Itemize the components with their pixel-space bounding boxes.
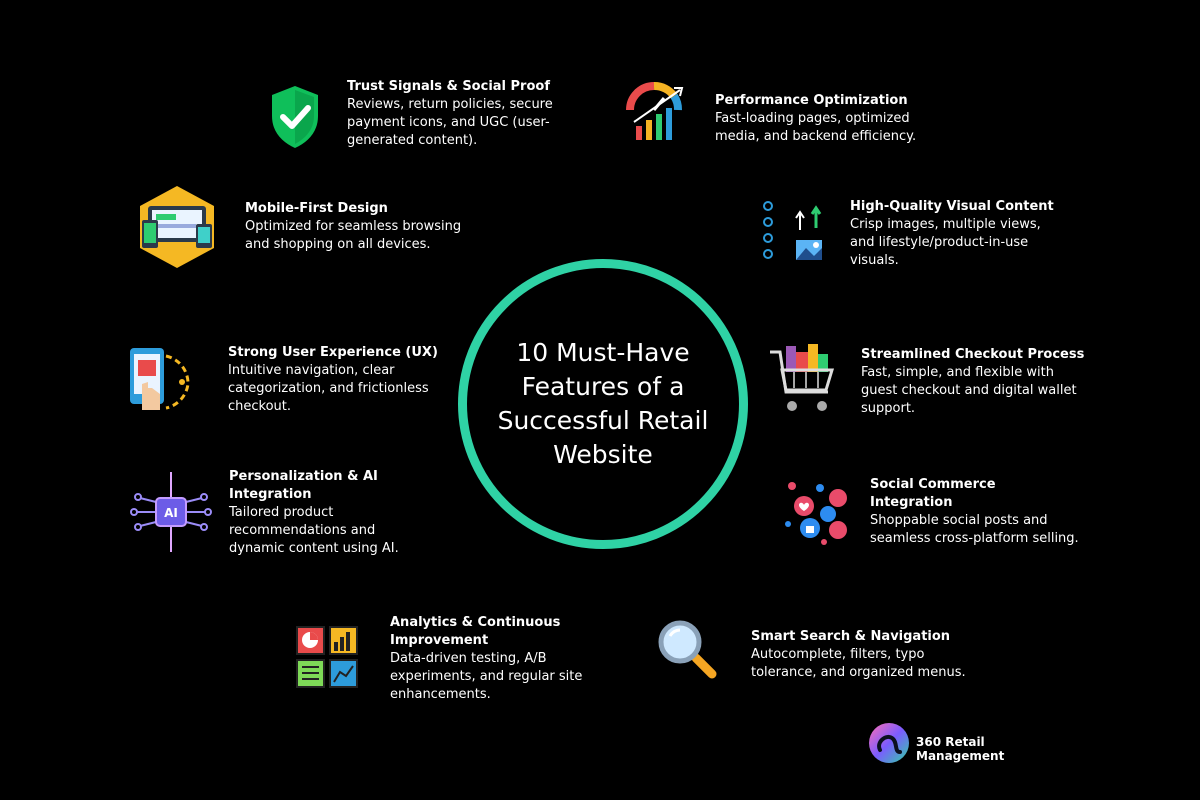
center-ring: 10 Must-Have Features of a Successful Re… [458, 259, 748, 549]
brand-logo: 360 Retail Management [868, 722, 1058, 766]
feature-title: Performance Optimization [715, 93, 908, 108]
feature-description: Optimized for seamless browsing and shop… [245, 219, 462, 252]
feature-title: Personalization & AI Integration [229, 469, 378, 502]
image-checklist-icon [760, 200, 826, 262]
speed-gauge-icon [624, 80, 688, 144]
feature-performance-optimization: Performance Optimization Fast-loading pa… [624, 80, 924, 150]
social-likes-icon [780, 476, 852, 548]
feature-description: Shoppable social posts and seamless cros… [870, 513, 1079, 546]
feature-high-quality-visual-content: High-Quality Visual Content Crisp images… [760, 198, 1060, 278]
feature-description: Data-driven testing, A/B experiments, an… [390, 651, 583, 702]
feature-mobile-first-design: Mobile-First Design Optimized for seamle… [134, 184, 474, 274]
svg-text:AI: AI [164, 506, 178, 520]
feature-personalization-ai: AI Personalization & AI Integration Tail… [126, 468, 416, 560]
feature-title: Smart Search & Navigation [751, 629, 951, 644]
feature-title: Social Commerce Integration [870, 477, 996, 510]
feature-strong-user-experience: Strong User Experience (UX) Intuitive na… [126, 344, 446, 424]
feature-title: Trust Signals & Social Proof [347, 79, 550, 94]
feature-title: Streamlined Checkout Process [861, 347, 1085, 362]
feature-title: Analytics & Continuous Improvement [390, 615, 561, 648]
shopping-cart-icon [768, 340, 838, 420]
feature-analytics: Analytics & Continuous Improvement Data-… [296, 614, 596, 708]
touch-phone-icon [126, 344, 198, 416]
feature-trust-signals: Trust Signals & Social Proof Reviews, re… [268, 78, 568, 158]
feature-description: Fast-loading pages, optimized media, and… [715, 111, 917, 144]
analytics-dashboard-icon [296, 626, 358, 688]
feature-description: Tailored product recommendations and dyn… [229, 505, 399, 556]
brand-name: 360 Retail Management [916, 735, 1005, 763]
feature-description: Reviews, return policies, secure payment… [347, 97, 553, 148]
feature-description: Fast, simple, and flexible with guest ch… [861, 365, 1077, 416]
feature-description: Autocomplete, filters, typo tolerance, a… [751, 647, 966, 680]
feature-streamlined-checkout: Streamlined Checkout Process Fast, simpl… [768, 340, 1088, 424]
devices-icon [134, 184, 220, 270]
feature-smart-search: Smart Search & Navigation Autocomplete, … [656, 620, 976, 690]
feature-social-commerce: Social Commerce Integration Shoppable so… [780, 476, 1080, 556]
feature-description: Intuitive navigation, clear categorizati… [228, 363, 429, 414]
feature-description: Crisp images, multiple views, and lifest… [850, 217, 1041, 268]
magnifier-icon [656, 620, 720, 682]
feature-title: Strong User Experience (UX) [228, 345, 438, 360]
feature-title: Mobile-First Design [245, 201, 388, 216]
center-title: 10 Must-Have Features of a Successful Re… [497, 338, 709, 469]
shield-check-icon [268, 84, 322, 150]
ai-chip-icon: AI [126, 468, 216, 556]
feature-title: High-Quality Visual Content [850, 199, 1054, 214]
brand-logo-icon [868, 722, 910, 764]
